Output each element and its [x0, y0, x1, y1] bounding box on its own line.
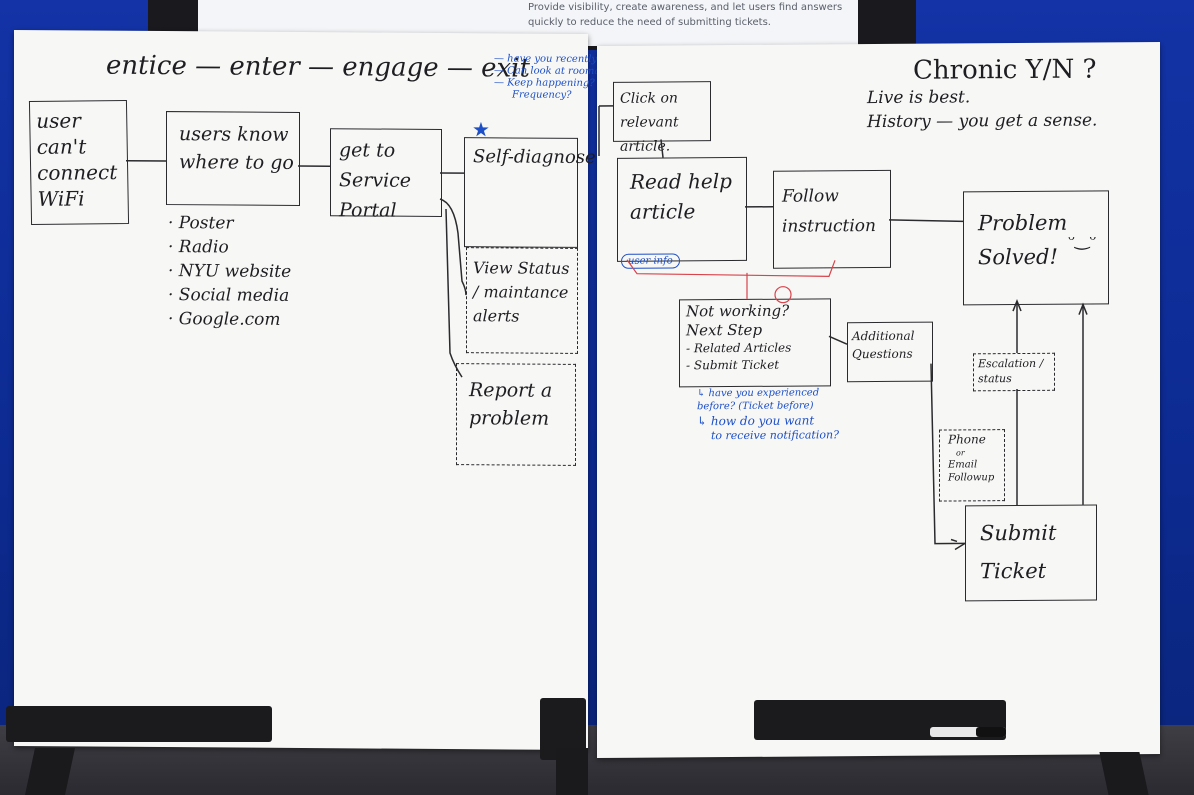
dry-erase-marker [930, 727, 1006, 737]
marker-tray-left [6, 706, 272, 742]
stand-leg-center [556, 748, 588, 795]
right-connectors [598, 105, 1088, 551]
whiteboard-right: Chronic Y/N ? Live is best. History — yo… [597, 42, 1160, 758]
monitor-bullet-text: Provide visibility, create awareness, an… [528, 2, 843, 28]
whiteboard-left: entice — enter — engage — exit user can'… [14, 29, 685, 751]
left-connectors [126, 160, 467, 378]
